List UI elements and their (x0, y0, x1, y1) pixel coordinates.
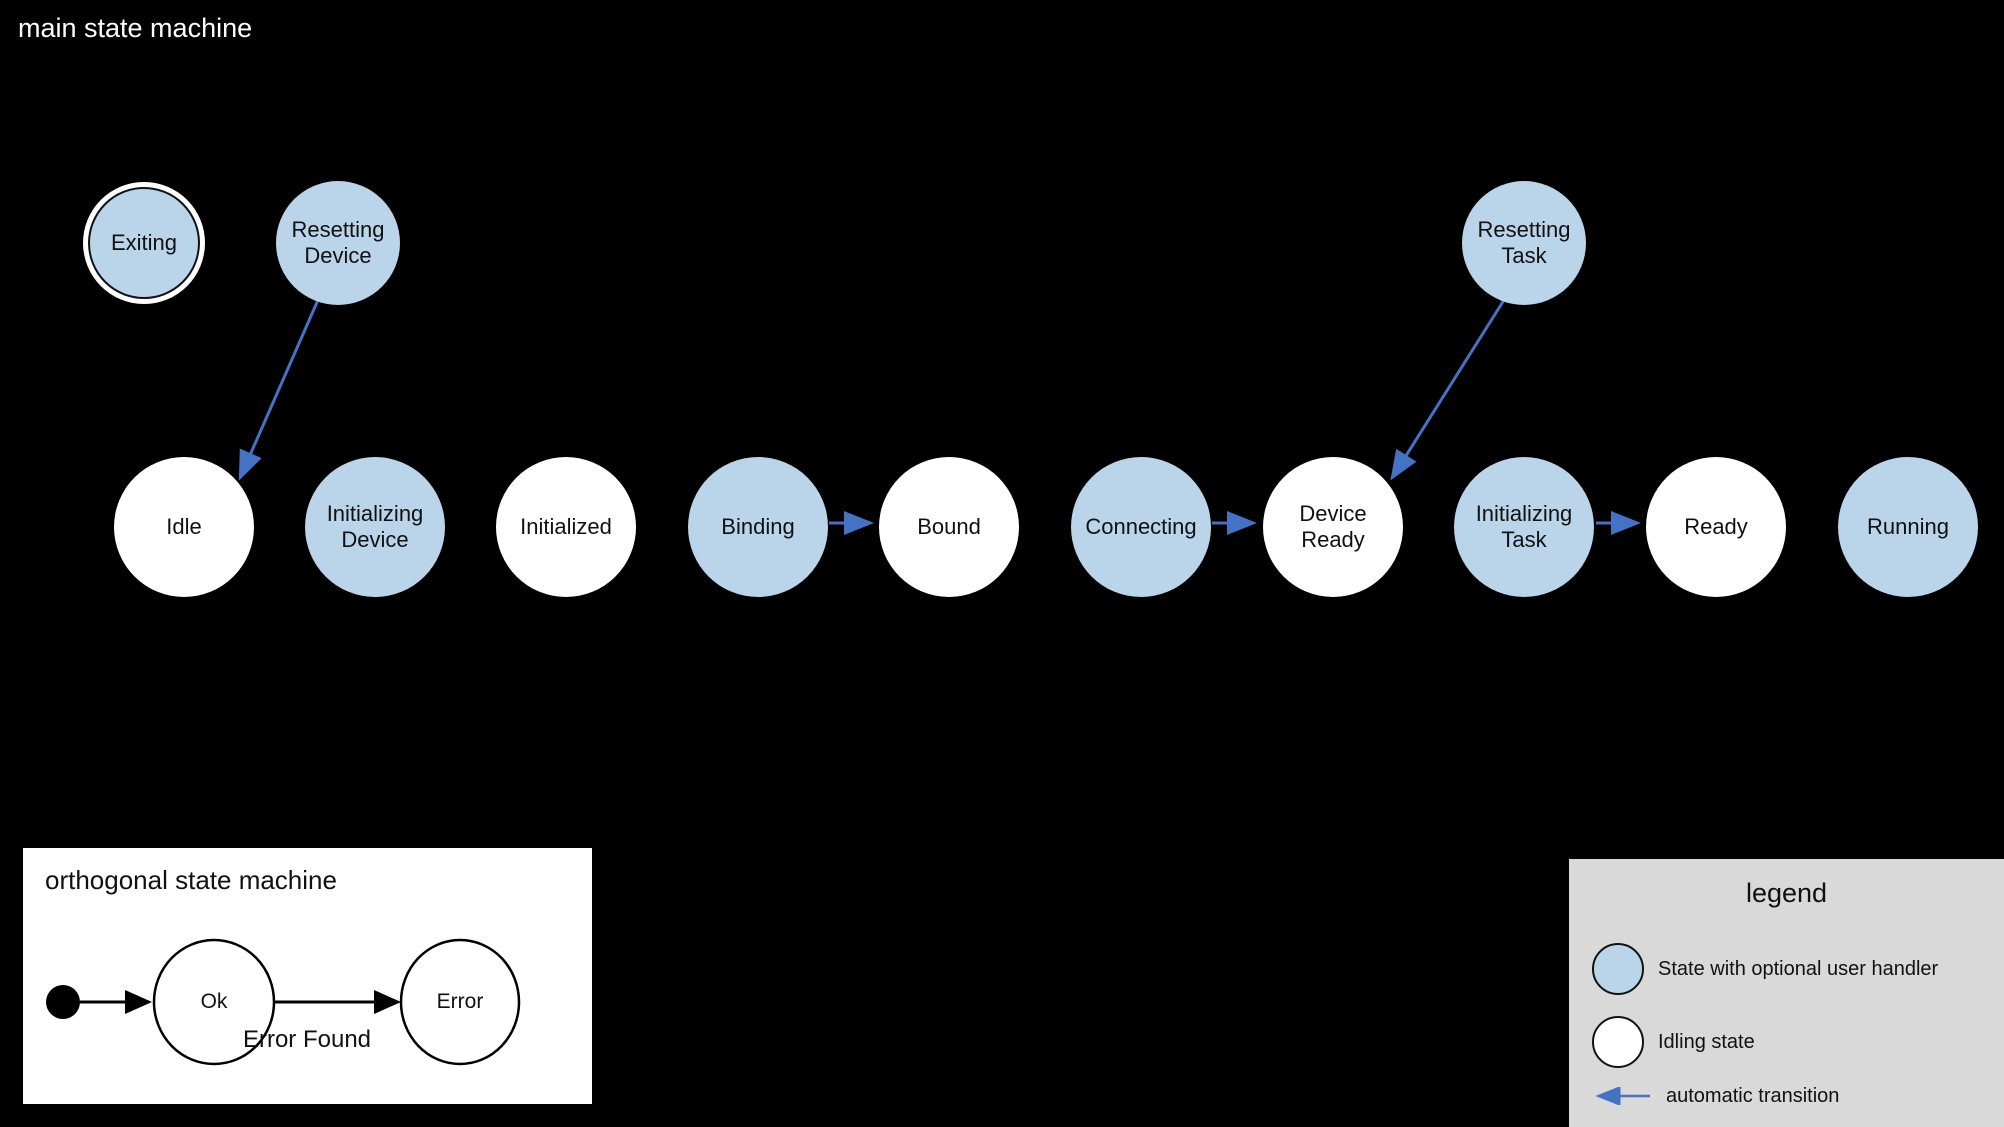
legend-label-handler-state: State with optional user handler (1658, 958, 1939, 980)
ortho-state-node-error[interactable] (399, 938, 521, 1066)
legend-item-handler-state: State with optional user handler (1592, 943, 1938, 995)
legend-panel: legend State with optional user handler … (1569, 859, 2004, 1127)
state-node-initializing-device[interactable]: Initializing Device (305, 457, 445, 597)
idling-state-circle-icon (1592, 1016, 1644, 1068)
state-label-binding: Binding (721, 514, 795, 539)
transition-resetting-device-to-idle (238, 299, 320, 481)
state-node-binding[interactable]: Binding (688, 457, 828, 597)
ortho-transition-label-error-found: Error Found (242, 1026, 372, 1053)
orthogonal-panel-title: orthogonal state machine (45, 865, 337, 895)
state-label-initializing-task: Initializing Task (1475, 501, 1573, 552)
state-label-idle: Idle (166, 514, 202, 539)
ortho-state-label-error: Error (436, 990, 484, 1013)
legend-item-idling-state: Idling state (1592, 1016, 1755, 1068)
legend-label-idling-state: Idling state (1658, 1031, 1755, 1053)
orthogonal-transitions-layer (46, 938, 521, 1066)
state-node-running[interactable]: Running (1838, 457, 1978, 597)
handler-state-circle-icon (1592, 943, 1644, 995)
state-node-initializing-task[interactable]: Initializing Task (1454, 457, 1594, 597)
state-node-resetting-task[interactable]: Resetting Task (1462, 181, 1586, 305)
state-label-running: Running (1867, 514, 1949, 539)
state-node-bound[interactable]: Bound (879, 457, 1019, 597)
state-node-initialized[interactable]: Initialized (496, 457, 636, 597)
state-node-resetting-device[interactable]: Resetting Device (276, 181, 400, 305)
state-label-initializing-device: Initializing Device (326, 501, 424, 552)
legend-label-automatic-transition: automatic transition (1666, 1085, 1840, 1107)
state-label-bound: Bound (917, 514, 981, 539)
state-node-device-ready[interactable]: Device Ready (1263, 457, 1403, 597)
state-node-connecting[interactable]: Connecting (1071, 457, 1211, 597)
state-node-exiting[interactable]: Exiting (88, 187, 200, 299)
state-label-resetting-task: Resetting Task (1477, 217, 1571, 268)
state-label-resetting-device: Resetting Device (291, 217, 385, 268)
left-arrow-icon (1592, 1086, 1652, 1106)
state-label-connecting: Connecting (1085, 514, 1197, 539)
state-label-exiting: Exiting (110, 230, 178, 255)
state-label-initialized: Initialized (520, 514, 612, 539)
state-node-ready[interactable]: Ready (1646, 457, 1786, 597)
transition-resetting-task-to-device-ready (1390, 299, 1506, 481)
state-label-ready: Ready (1684, 514, 1748, 539)
legend-item-automatic-transition: automatic transition (1592, 1084, 1839, 1108)
ortho-state-label-ok: Ok (200, 990, 228, 1013)
legend-title: legend (1745, 878, 1828, 908)
state-node-idle[interactable]: Idle (114, 457, 254, 597)
initial-state-dot[interactable] (46, 985, 80, 1019)
state-label-device-ready: Device Ready (1299, 501, 1367, 552)
page-title: main state machine (18, 13, 253, 43)
orthogonal-state-machine-panel: orthogonal state machine Ok Error Error … (23, 848, 592, 1104)
